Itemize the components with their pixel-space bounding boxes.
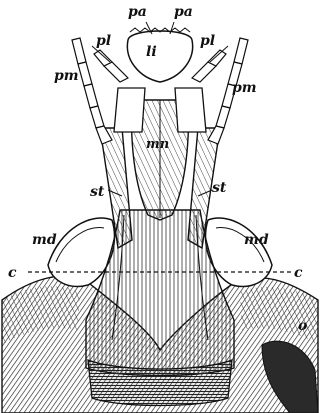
label-md-left: md xyxy=(32,232,57,248)
label-o: o xyxy=(298,318,307,334)
ligula xyxy=(127,31,192,82)
label-st-left: st xyxy=(90,184,105,200)
label-md-right: md xyxy=(244,232,269,248)
label-c-right: c xyxy=(294,265,303,281)
label-pl-left: pl xyxy=(96,33,111,49)
label-pa-left: pa xyxy=(128,4,147,20)
label-mn: mn xyxy=(146,137,169,152)
label-pm-left: pm xyxy=(54,68,79,84)
label-pm-right: pm xyxy=(232,80,257,96)
label-c-left: c xyxy=(8,265,17,281)
label-pl-right: pl xyxy=(200,33,215,49)
label-li: li xyxy=(146,44,157,60)
label-st-right: st xyxy=(212,180,227,196)
label-pa-right: pa xyxy=(174,4,193,20)
